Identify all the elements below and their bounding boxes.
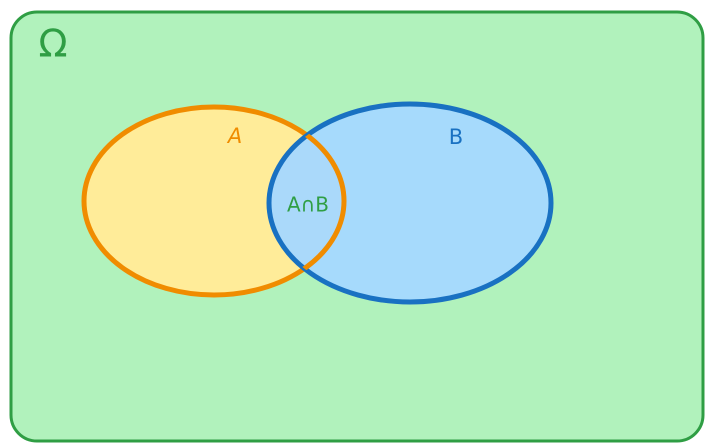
set-b-label: B <box>449 125 463 149</box>
set-a-label: A <box>226 124 242 148</box>
set-a-inner-edge <box>269 104 347 298</box>
intersection-label: A∩B <box>287 193 329 217</box>
universe-label: Ω <box>38 22 67 66</box>
set-b-ellipse <box>266 101 554 305</box>
